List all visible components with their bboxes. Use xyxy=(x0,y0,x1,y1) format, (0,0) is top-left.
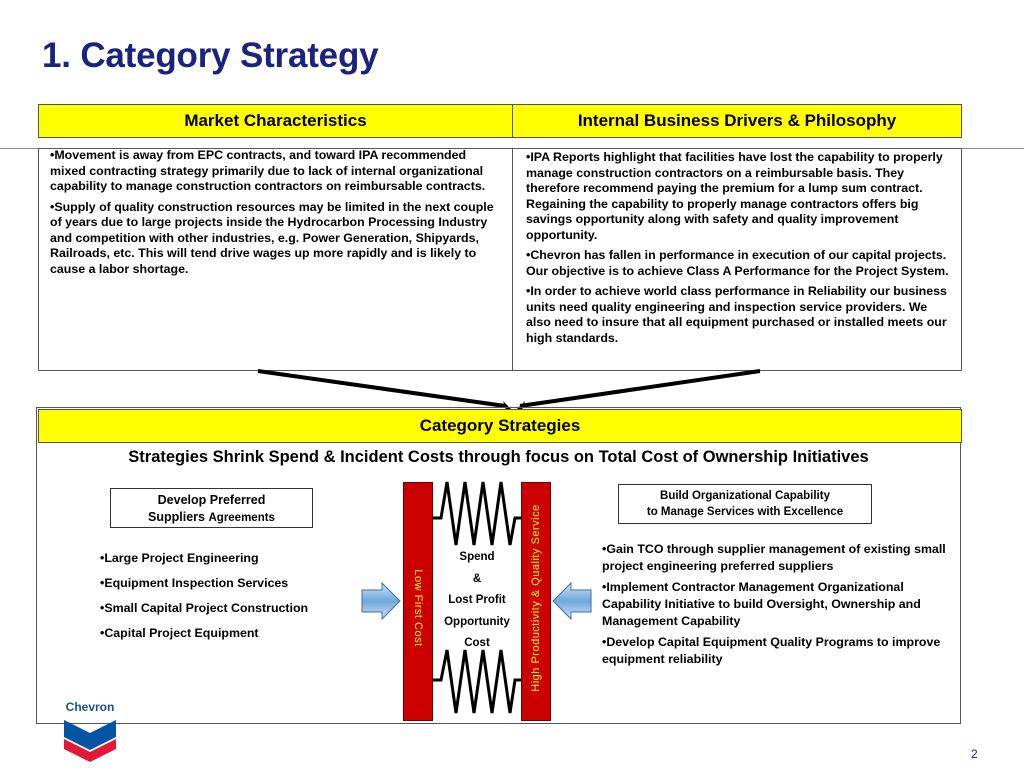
internal-bullet: •In order to achieve world class perform… xyxy=(526,284,947,345)
chevron-logo-text: Chevron xyxy=(65,700,115,714)
left-strategy-bullets: •Large Project Engineering •Equipment In… xyxy=(100,550,350,650)
category-strategies-header: Category Strategies xyxy=(38,409,962,443)
internal-bullet-list: •IPA Reports highlight that facilities h… xyxy=(526,150,954,351)
high-productivity-bar xyxy=(521,482,551,721)
develop-box-line2: Suppliers Agreements xyxy=(111,509,312,527)
internal-bullet: •IPA Reports highlight that facilities h… xyxy=(526,150,943,242)
right-strategy-bullet: •Implement Contractor Management Organiz… xyxy=(602,580,921,628)
develop-box-line1: Develop Preferred xyxy=(157,493,266,507)
internal-drivers-header: Internal Business Drivers & Philosophy xyxy=(512,104,962,138)
right-converging-line xyxy=(519,369,761,408)
right-strategy-bullet: •Develop Capital Equipment Quality Progr… xyxy=(602,635,941,666)
right-push-arrow-icon xyxy=(552,581,592,621)
left-strategy-bullet: •Small Capital Project Construction xyxy=(100,601,309,615)
market-bullet: •Supply of quality construction resource… xyxy=(50,199,494,276)
right-strategy-bullet: •Gain TCO through supplier management of… xyxy=(602,542,946,573)
center-line: & xyxy=(472,572,482,585)
left-strategy-bullet: •Capital Project Equipment xyxy=(100,626,259,640)
page-number: 2 xyxy=(971,747,978,761)
center-line: Cost xyxy=(464,637,490,649)
center-line: Opportunity xyxy=(444,615,510,628)
internal-bullet: •Chevron has fallen in performance in ex… xyxy=(526,248,949,278)
low-first-cost-bar xyxy=(403,482,433,721)
develop-preferred-suppliers-box: Develop Preferred Suppliers Agreements xyxy=(110,488,313,528)
build-box-line1: Build Organizational Capability xyxy=(660,490,830,502)
left-push-arrow-icon xyxy=(361,581,401,621)
strategies-subtitle: Strategies Shrink Spend & Incident Costs… xyxy=(128,448,869,466)
internal-header-label: Internal Business Drivers & Philosophy xyxy=(577,111,897,130)
category-header-label: Category Strategies xyxy=(419,416,581,435)
internal-drivers-box xyxy=(512,148,962,371)
slide-title: 1. Category Strategy xyxy=(42,36,379,75)
build-organizational-capability-box: Build Organizational Capability to Manag… xyxy=(618,484,872,524)
market-bullet: •Movement is away from EPC contracts, an… xyxy=(50,148,486,193)
center-line: Lost Profit xyxy=(448,594,506,606)
center-line: Spend xyxy=(459,551,495,563)
chevron-logo-icon xyxy=(64,720,116,762)
build-box-line2: to Manage Services with Excellence xyxy=(646,506,844,518)
bottom-spring-icon xyxy=(433,649,521,714)
spend-center-label: Spend & Lost Profit Opportunity Cost xyxy=(433,547,521,655)
market-header-label: Market Characteristics xyxy=(184,111,367,130)
market-bullet-list: •Movement is away from EPC contracts, an… xyxy=(50,148,498,282)
left-strategy-bullet: •Large Project Engineering xyxy=(100,551,259,565)
develop-box-agreements: Agreements xyxy=(208,512,275,524)
left-strategy-bullet: •Equipment Inspection Services xyxy=(100,576,289,590)
right-strategy-bullets: •Gain TCO through supplier management of… xyxy=(602,541,952,672)
top-spring-icon xyxy=(433,481,521,546)
market-characteristics-header: Market Characteristics xyxy=(38,104,513,138)
develop-box-suppliers: Suppliers xyxy=(148,510,205,524)
category-strategies-box xyxy=(36,407,961,724)
left-converging-line xyxy=(257,369,506,408)
